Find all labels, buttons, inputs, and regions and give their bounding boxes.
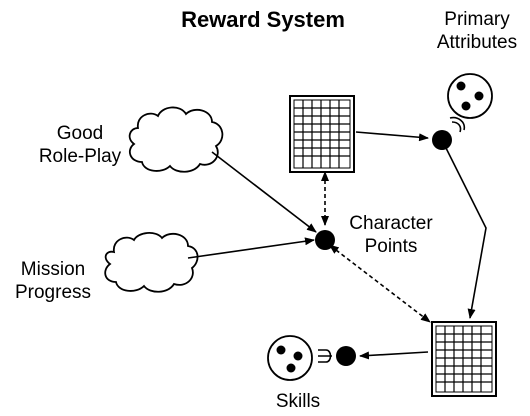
label-good-role-play: Good Role-Play xyxy=(20,122,140,168)
grid-sheet-icon-bottom xyxy=(431,321,497,397)
edge-attributes-to-skill-sheet xyxy=(445,147,487,319)
label-good-role-play-line2: Role-Play xyxy=(38,146,122,167)
attribute-dice-icon xyxy=(447,73,493,119)
edge-sheet-to-attributes xyxy=(355,131,429,142)
label-good-role-play-line1: Good xyxy=(56,123,104,144)
label-skills: Skills xyxy=(275,391,321,412)
edge-skill-sheet-to-skills xyxy=(359,351,429,360)
edge-role-play-to-points xyxy=(211,151,317,233)
skill-socket-icon xyxy=(318,349,332,363)
label-mission-progress-line1: Mission xyxy=(20,259,86,280)
attribute-socket-icon xyxy=(449,116,466,133)
label-mission-progress-line2: Progress xyxy=(14,282,92,303)
character-points-node xyxy=(315,230,335,250)
cloud-icon-mission-progress xyxy=(104,232,199,293)
label-mission-progress: Mission Progress xyxy=(0,258,106,304)
diagram-title: Reward System xyxy=(181,7,345,32)
grid-sheet-icon-top xyxy=(289,95,355,173)
skills-node xyxy=(336,346,356,366)
edge-mission-to-points xyxy=(187,237,315,259)
label-primary-attributes-line1: Primary xyxy=(444,9,510,30)
label-primary-attributes: Primary Attributes xyxy=(424,8,530,54)
label-primary-attributes-line2: Attributes xyxy=(436,32,518,53)
cloud-icon-good-role-play xyxy=(128,106,224,173)
primary-attributes-node xyxy=(432,130,452,150)
skill-dice-icon xyxy=(267,335,313,381)
label-character-points-line1: Character xyxy=(349,213,433,234)
edge-points-to-skill-sheet-dashed xyxy=(328,244,431,323)
